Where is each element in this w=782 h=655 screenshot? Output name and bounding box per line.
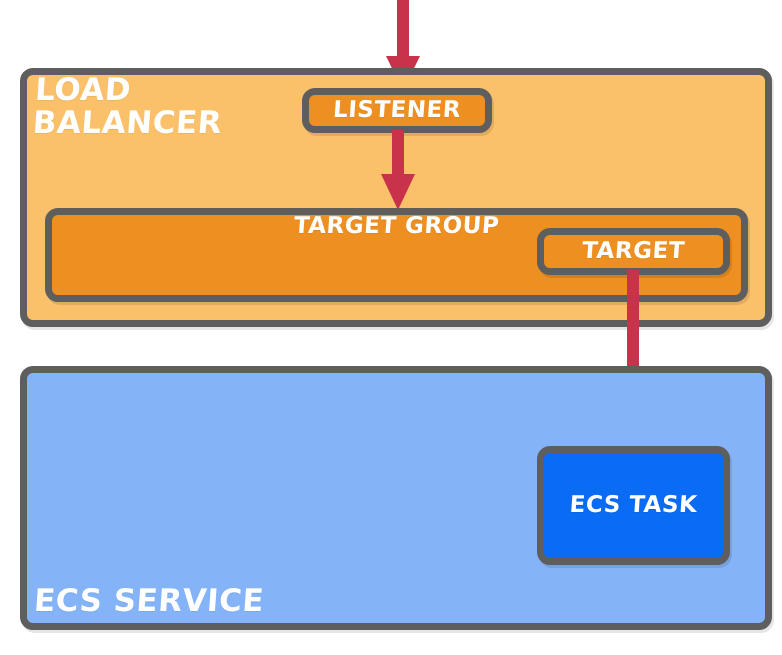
ecs-service-label: ECS SERVICE (32, 583, 266, 619)
load-balancer-label: LOAD BALANCER (31, 72, 224, 141)
listener-node[interactable]: LISTENER (302, 88, 492, 133)
ecs-task-node[interactable]: ECS TASK (537, 446, 730, 565)
target-label: TARGET (581, 238, 686, 265)
listener-label: LISTENER (332, 97, 462, 124)
target-node[interactable]: TARGET (537, 228, 730, 275)
ecs-task-label: ECS TASK (568, 492, 699, 519)
listener-to-target-group-arrow (381, 130, 415, 210)
